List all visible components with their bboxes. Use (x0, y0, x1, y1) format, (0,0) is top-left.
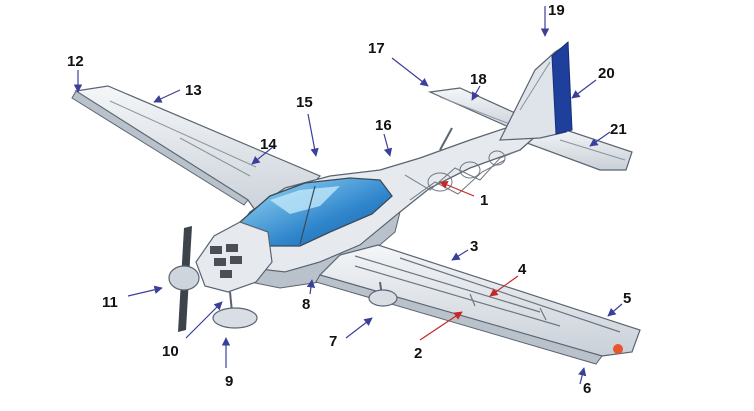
callout-arrow-17 (391, 57, 429, 87)
canopy (239, 177, 393, 247)
callout-label-10: 10 (162, 343, 179, 360)
callout-arrow-15 (307, 113, 319, 157)
engine-cowling (195, 221, 273, 293)
callout-labels: 1 2 3 4 5 6 7 8 9 10 11 12 13 14 15 16 1… (67, 2, 631, 397)
callout-label-14: 14 (260, 136, 277, 153)
callout-label-11: 11 (102, 294, 118, 311)
landing-gear (212, 281, 398, 329)
callout-label-12: 12 (67, 53, 84, 70)
callout-arrow-16 (383, 133, 393, 157)
callout-arrow-4 (489, 275, 519, 297)
callout-label-16: 16 (375, 117, 392, 134)
callout-arrow-6 (578, 367, 587, 385)
vertical-stabilizer (499, 40, 573, 141)
callout-arrow-2 (419, 311, 463, 341)
callout-label-19: 19 (548, 2, 565, 19)
callout-label-13: 13 (185, 82, 202, 99)
callout-label-21: 21 (610, 121, 627, 138)
callout-arrow-13 (153, 89, 181, 103)
callout-label-18: 18 (470, 71, 487, 88)
callout-arrow-20 (571, 79, 597, 99)
callout-arrow-10 (185, 301, 223, 339)
aircraft-illustration (71, 40, 641, 365)
callout-arrow-11 (127, 285, 163, 297)
callout-label-8: 8 (302, 296, 310, 313)
callout-label-7: 7 (329, 333, 337, 350)
callout-arrows (73, 6, 623, 385)
callout-label-2: 2 (414, 345, 422, 362)
callout-arrow-8 (306, 279, 316, 295)
callout-label-6: 6 (583, 380, 591, 397)
callout-arrow-14 (251, 145, 275, 165)
callout-arrow-21 (589, 131, 611, 147)
callout-label-4: 4 (518, 261, 527, 278)
callout-label-9: 9 (225, 373, 233, 390)
antenna (439, 127, 453, 151)
callout-arrow-18 (471, 85, 481, 101)
callout-arrow-7 (345, 317, 373, 339)
callout-arrow-3 (451, 249, 469, 261)
callout-label-3: 3 (470, 238, 478, 255)
left-wing (71, 85, 322, 221)
propeller (168, 226, 200, 332)
callout-label-5: 5 (623, 290, 631, 307)
callout-label-1: 1 (480, 192, 488, 209)
callout-arrow-5 (607, 303, 623, 317)
callout-label-20: 20 (598, 65, 615, 82)
right-wing (315, 244, 641, 365)
callout-label-17: 17 (368, 40, 385, 57)
callout-label-15: 15 (296, 94, 313, 111)
callout-arrow-1 (439, 180, 475, 197)
